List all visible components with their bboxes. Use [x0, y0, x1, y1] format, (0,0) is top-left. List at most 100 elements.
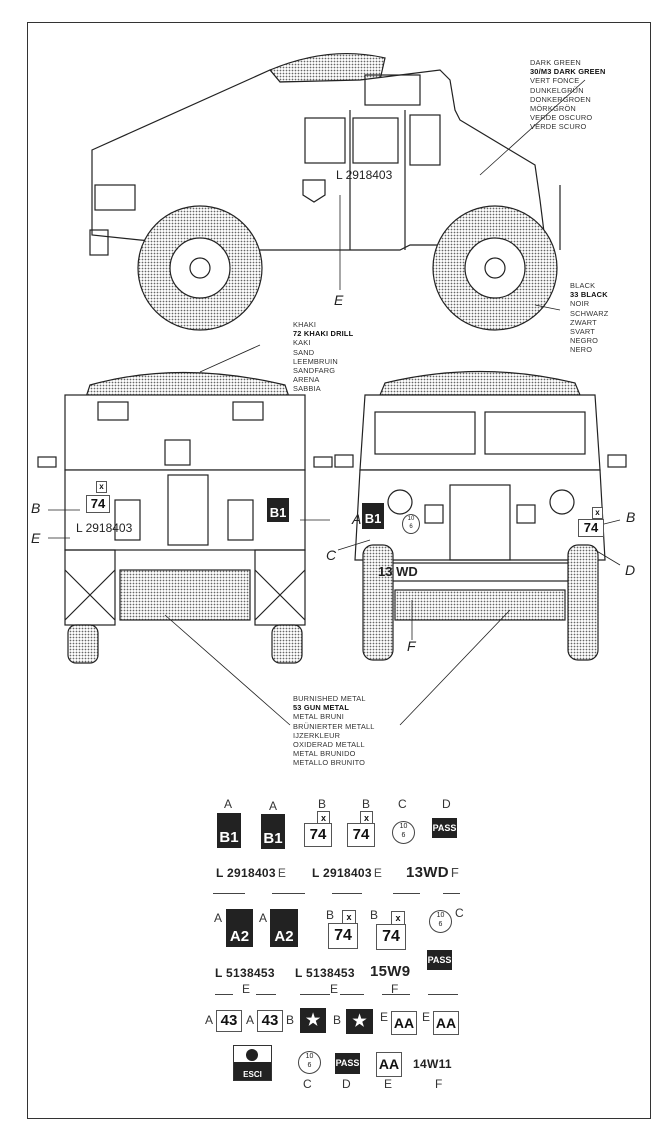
paint-name-it: NERO — [570, 345, 593, 355]
decal-label: A — [269, 799, 278, 813]
decal-unit-badge-a2: A2 — [270, 909, 298, 947]
paint-name-fr: VERT FONCE — [530, 76, 580, 86]
paint-name: BLACK — [570, 281, 596, 290]
paint-code: 53 GUN METAL — [293, 703, 350, 713]
front-registration: 13 WD — [378, 564, 418, 579]
rear-callout-b: B — [31, 500, 41, 516]
decal-label: D — [342, 1077, 351, 1091]
decal-number-43: 43 — [257, 1010, 283, 1032]
decal-aa: AA — [391, 1011, 417, 1035]
rear-unit-badge: B1 — [267, 498, 289, 522]
paint-code: 30/M3 DARK GREEN — [530, 67, 606, 77]
paint-code: 33 BLACK — [570, 290, 608, 300]
front-callout-f: F — [407, 638, 416, 654]
front-callout-b: B — [626, 509, 636, 525]
decal-label: E — [242, 982, 251, 996]
decal-label: B — [326, 908, 335, 922]
front-plate: 74 — [578, 519, 604, 537]
decal-label: A — [205, 1013, 214, 1027]
cab-window — [409, 114, 441, 166]
decal-plate: 74 — [328, 923, 358, 949]
side-serial: L 2918403 — [336, 168, 393, 182]
front-plate-x: x — [592, 507, 603, 519]
unit-shield — [302, 179, 326, 203]
decal-label: C — [398, 797, 407, 811]
rear-plate: 74 — [86, 495, 110, 513]
paint-name-es: VERDE OSCURO — [530, 113, 593, 123]
decal-unit-badge: B1 — [217, 813, 241, 848]
decal-aa: AA — [433, 1011, 459, 1035]
decal-label: E — [384, 1077, 393, 1091]
decal-label: F — [391, 982, 399, 996]
decal-label: C — [303, 1077, 312, 1091]
decal-pass: PASS — [335, 1053, 360, 1074]
decal-label: E — [330, 982, 339, 996]
decal-plate: 74 — [347, 823, 375, 847]
decal-label: A — [259, 911, 268, 925]
paint-callout-khaki: KHAKI 72 KHAKI DRILL KAKI SAND LEEMBRUIN… — [293, 320, 353, 394]
decal-label: F — [435, 1077, 443, 1091]
decal-label: D — [442, 797, 451, 811]
decal-unit-badge-a2: A2 — [226, 909, 253, 947]
decal-label: B — [286, 1013, 295, 1027]
paint-name-it: METALLO BRUNITO — [293, 758, 366, 768]
decal-label: A — [246, 1013, 255, 1027]
paint-name-it: VERDE SCURO — [530, 122, 587, 132]
decal-label: A — [224, 797, 233, 811]
rear-callout-e: E — [31, 530, 41, 546]
decal-plate: 74 — [376, 924, 406, 950]
paint-name-fr: KAKI — [293, 338, 311, 348]
side-window — [304, 117, 346, 164]
decal-pass: PASS — [432, 818, 457, 838]
side-view — [89, 52, 586, 331]
decal-unit-badge: B1 — [261, 814, 285, 849]
decal-label: B — [318, 797, 327, 811]
decal-star: ★ — [346, 1009, 373, 1034]
decal-registration: 14W11 — [413, 1057, 452, 1071]
door-window — [352, 117, 399, 164]
page-border — [27, 22, 651, 1119]
front-callout-c: C — [326, 547, 337, 563]
paint-name-sv: SVART — [570, 327, 595, 337]
paint-callout-dark-green: DARK GREEN 30/M3 DARK GREEN VERT FONCE D… — [530, 58, 605, 132]
paint-name-nl: LEEMBRUIN — [293, 356, 338, 366]
decal-number-43: 43 — [216, 1010, 242, 1032]
paint-name-it: SABBIA — [293, 384, 321, 394]
decal-label: B — [370, 908, 379, 922]
paint-name-fr: NOIR — [570, 299, 590, 309]
decal-registration: 15W9 — [370, 963, 411, 980]
esci-logo: ESCI — [233, 1045, 272, 1081]
paint-name-es: METAL BRUNIDO — [293, 749, 356, 759]
decal-pass: PASS — [427, 950, 452, 970]
canvas-roof — [269, 52, 386, 83]
decal-label: E — [380, 1010, 389, 1024]
paint-name-es: NEGRO — [570, 336, 599, 346]
decal-label: B — [333, 1013, 342, 1027]
decal-label: E — [422, 1010, 431, 1024]
paint-name-nl: DONKERGROEN — [530, 94, 591, 104]
paint-name: KHAKI — [293, 320, 317, 329]
paint-name-fr: METAL BRUNI — [293, 712, 345, 722]
front-unit-badge: B1 — [362, 503, 384, 529]
decal-label: A — [214, 911, 223, 925]
paint-callout-black: BLACK 33 BLACK NOIR SCHWARZ ZWART SVART … — [570, 281, 609, 355]
roof-hatch — [364, 74, 421, 106]
paint-name-nl: IJZERKLEUR — [293, 730, 341, 740]
paint-code: 72 KHAKI DRILL — [293, 329, 354, 339]
paint-name-es: ARENA — [293, 375, 320, 385]
rear-serial: L 2918403 — [76, 521, 133, 535]
front-callout-d: D — [625, 562, 636, 578]
rear-view — [37, 344, 333, 726]
paint-name-de: DUNKELGRÜN — [530, 85, 584, 95]
decal-serial: L 5138453 — [215, 966, 275, 980]
decal-aa: AA — [376, 1052, 402, 1077]
decal-label: B — [362, 797, 371, 811]
